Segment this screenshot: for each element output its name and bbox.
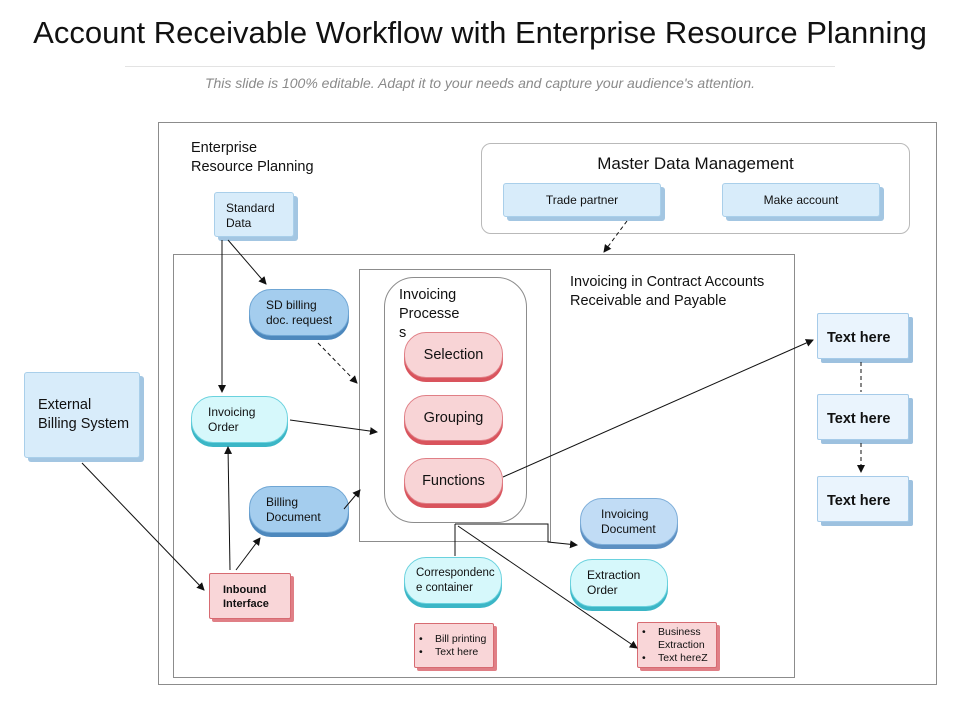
bill-printing-item: Text here [415, 646, 493, 659]
external-billing-line2: Billing System [38, 416, 130, 432]
invoicing-document-line2: Document [601, 521, 656, 536]
page-title: Account Receivable Workflow with Enterpr… [33, 15, 927, 50]
arrow-external-to-inbound [81, 462, 205, 591]
invoicing-order-line2: Order [208, 419, 239, 434]
extraction-order-line1: Extraction [587, 568, 641, 582]
mdm-frame [481, 143, 910, 234]
sd-billing-line2: doc. request [266, 312, 333, 327]
mdm-title: Master Data Management [597, 154, 794, 173]
arrow-order-to-processes [289, 419, 378, 436]
invoicing-document-line1: Invoicing [601, 506, 649, 521]
erp-frame [158, 122, 937, 685]
business-extraction-item: Business Extraction [638, 626, 716, 652]
invoicing-order-line1: Invoicing [208, 404, 256, 419]
arrow-processes-to-invoicing-doc [455, 523, 578, 549]
text-box-1[interactable]: Text here [817, 313, 909, 359]
correspondence-line2: e container [416, 581, 473, 594]
trade-partner-label: Trade partner [545, 193, 619, 207]
arrow-standard-to-sd [227, 239, 267, 285]
standard-data-box[interactable]: Standard Data [214, 192, 294, 237]
business-extraction-item: Text hereZ [638, 652, 716, 665]
inbound-interface-box[interactable]: Inbound Interface [209, 573, 291, 619]
arrow-sd-to-processes [317, 342, 358, 384]
arrow-processes-to-business-extraction [457, 525, 638, 649]
standard-data-line1: Standard [226, 201, 275, 215]
extraction-order-line2: Order [587, 583, 618, 597]
business-extraction-box[interactable]: Business Extraction Text hereZ [637, 622, 717, 668]
external-billing-line1: External [38, 397, 92, 413]
sd-billing-line1: SD billing [266, 297, 317, 312]
correspondence-pill[interactable]: Correspondenc e container [404, 557, 502, 604]
functions-pill[interactable]: Functions [404, 458, 503, 504]
text-box-2[interactable]: Text here [817, 394, 909, 440]
make-account-label: Make account [763, 193, 839, 207]
trade-partner-box[interactable]: Trade partner [503, 183, 661, 217]
grouping-pill[interactable]: Grouping [404, 395, 503, 441]
bill-printing-box[interactable]: Bill printing Text here [414, 623, 494, 668]
inbound-interface-line2: Interface [223, 598, 269, 610]
invoicing-processes-label: Invoicing Processe s [399, 287, 460, 341]
correspondence-line1: Correspondenc [416, 566, 495, 579]
arrow-mdm-to-contract [603, 220, 628, 253]
contract-frame [173, 254, 795, 678]
arrow-inbound-to-order [224, 446, 233, 571]
page-subtitle: This slide is 100% editable. Adapt it to… [204, 75, 756, 91]
make-account-box[interactable]: Make account [722, 183, 880, 217]
arrow-inbound-to-billing [235, 537, 261, 571]
arrow-functions-to-textbox [502, 339, 814, 478]
bill-printing-item: Bill printing [415, 633, 493, 646]
standard-data-line2: Data [226, 216, 252, 230]
title-divider [125, 66, 835, 67]
billing-document-line2: Document [266, 509, 321, 524]
selection-pill[interactable]: Selection [404, 332, 503, 378]
arrow-billing-to-processes [343, 489, 361, 510]
billing-document-line1: Billing [266, 494, 299, 509]
external-billing-box[interactable]: External Billing System [24, 372, 140, 458]
text-box-3[interactable]: Text here [817, 476, 909, 522]
inbound-interface-line1: Inbound [223, 584, 267, 596]
